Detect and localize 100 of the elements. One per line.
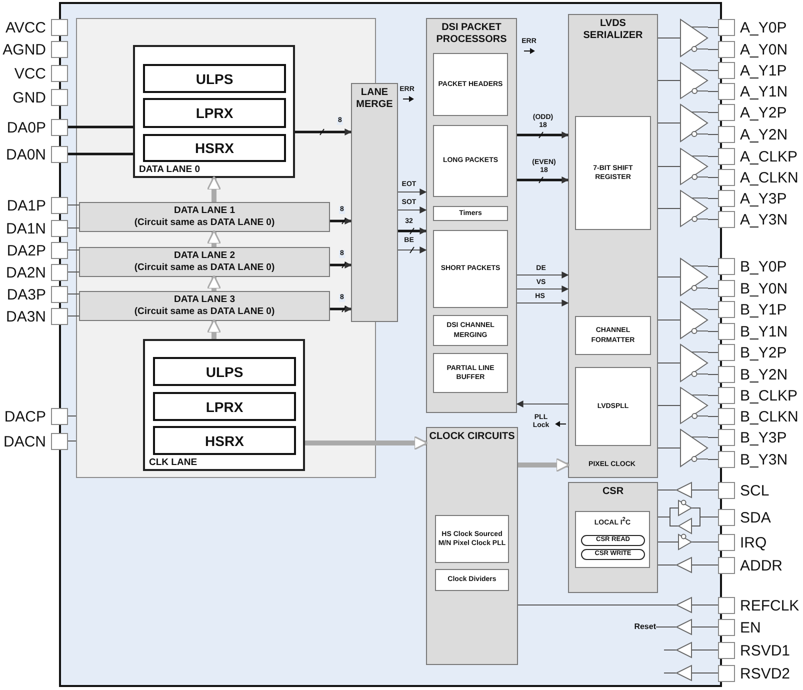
pin-label: GND: [12, 90, 46, 105]
pin-label: B_Y0P: [740, 259, 787, 274]
block-note: (Circuit same as DATA LANE 0): [134, 306, 275, 318]
pin-label: DA0P: [6, 120, 46, 135]
buffer-symbol: [680, 190, 708, 227]
function-box: ULPS: [153, 357, 296, 386]
signal-line: [708, 459, 718, 460]
signal-line: [708, 177, 718, 178]
block-note: (Circuit same as DATA LANE 0): [134, 262, 275, 274]
pin-label: B_CLKP: [740, 388, 798, 403]
block-title: DATA LANE 2: [174, 250, 236, 262]
pin-label: A_CLKN: [740, 170, 798, 185]
lane-box: [133, 45, 295, 178]
pin-label: A_CLKP: [740, 149, 798, 164]
lane-box: [79, 202, 330, 232]
buffer-symbol: [680, 104, 708, 142]
pin-label: A_Y3P: [740, 191, 787, 206]
arrow: [330, 262, 352, 268]
buffer-symbol: [680, 344, 708, 382]
buffer-symbol: [676, 557, 692, 573]
pin-label: RSVD2: [740, 666, 790, 681]
arrow: [516, 272, 569, 278]
arrow: [516, 400, 568, 408]
arrow: [295, 128, 352, 136]
arrow: [516, 300, 569, 306]
signal-line: [658, 405, 680, 406]
buffer-symbol: [676, 597, 692, 613]
hollow-arrow: [206, 230, 222, 247]
block-title: CLOCK CIRCUITS: [429, 431, 515, 443]
signal-line: [708, 352, 718, 353]
signal-line: [708, 374, 718, 375]
buffer-symbol: [680, 258, 708, 296]
function-block: [426, 427, 518, 665]
pin-label: IRQ: [740, 535, 767, 550]
pin-label: B_CLKN: [740, 409, 798, 424]
signal-line: [664, 672, 676, 674]
signal-line: [708, 437, 718, 438]
signal-line: [656, 626, 676, 628]
arrow: [517, 176, 569, 184]
buffer-symbol: [676, 665, 692, 681]
signal-line: [708, 91, 718, 92]
function-box: [575, 511, 650, 568]
signal-line: [708, 288, 718, 289]
signal-line: [658, 516, 678, 526]
function-box: HSRX: [143, 134, 286, 162]
function-box: LPRX: [143, 98, 286, 128]
signal-line: [658, 208, 680, 209]
hollow-arrow: [206, 176, 222, 202]
hollow-arrow: [206, 318, 222, 339]
pin-label: B_Y3N: [740, 452, 788, 467]
hollow-arrow: [518, 458, 570, 472]
chip-body: [59, 2, 722, 687]
lane-box: [143, 339, 305, 471]
block-title: CSR: [602, 486, 624, 498]
pin-label: B_Y2N: [740, 367, 788, 382]
signal-line: [708, 331, 718, 332]
function-box: ULPS: [143, 64, 286, 93]
signal-line: [68, 204, 80, 206]
buffer-symbol: [678, 534, 692, 550]
buffer-symbol: [680, 62, 708, 99]
signal-line: [658, 276, 680, 278]
signal-line: [708, 49, 718, 50]
arrow: [517, 132, 569, 138]
block-title: CLK LANE: [149, 457, 198, 468]
pin-label: A_Y1N: [740, 84, 788, 99]
pin-label: DA3P: [6, 287, 46, 302]
pin-label: VCC: [14, 66, 46, 81]
signal-line: [708, 27, 718, 28]
signal-line: [68, 126, 133, 128]
lane-box: [79, 291, 330, 321]
pin-label: A_Y0N: [740, 42, 788, 57]
function-block: LANE MERGE: [351, 83, 398, 322]
block-title: DSI PACKET PROCESSORS: [435, 22, 508, 46]
pin-label: DA2N: [6, 265, 46, 280]
signal-line: [658, 122, 680, 124]
signal-line: [658, 564, 676, 566]
signal-line: [708, 112, 718, 113]
buffer-symbol: [676, 619, 692, 635]
pin-label: B_Y0N: [740, 281, 788, 296]
lane-box: [79, 247, 330, 277]
pin-label: DACP: [4, 409, 46, 424]
pin-label: RSVD1: [740, 643, 790, 658]
signal-line: [708, 416, 718, 417]
pin-label: ADDR: [740, 558, 783, 573]
signal-line: [692, 604, 718, 606]
signal-line: [518, 604, 676, 606]
arrow: [398, 228, 427, 234]
pin-label: AGND: [2, 42, 46, 57]
pin-label: SDA: [740, 510, 771, 525]
arrow: [398, 206, 427, 214]
arrow: [516, 286, 569, 292]
signal-line: [68, 152, 133, 156]
buffer-symbol: [678, 518, 692, 534]
function-block: [568, 14, 658, 478]
arrow: [398, 246, 427, 254]
signal-line: [692, 564, 718, 566]
buffer-symbol: [680, 301, 708, 339]
function-block: [426, 18, 517, 413]
pin-label: DA1N: [6, 221, 46, 236]
block-title: DATA LANE 1: [174, 204, 236, 217]
